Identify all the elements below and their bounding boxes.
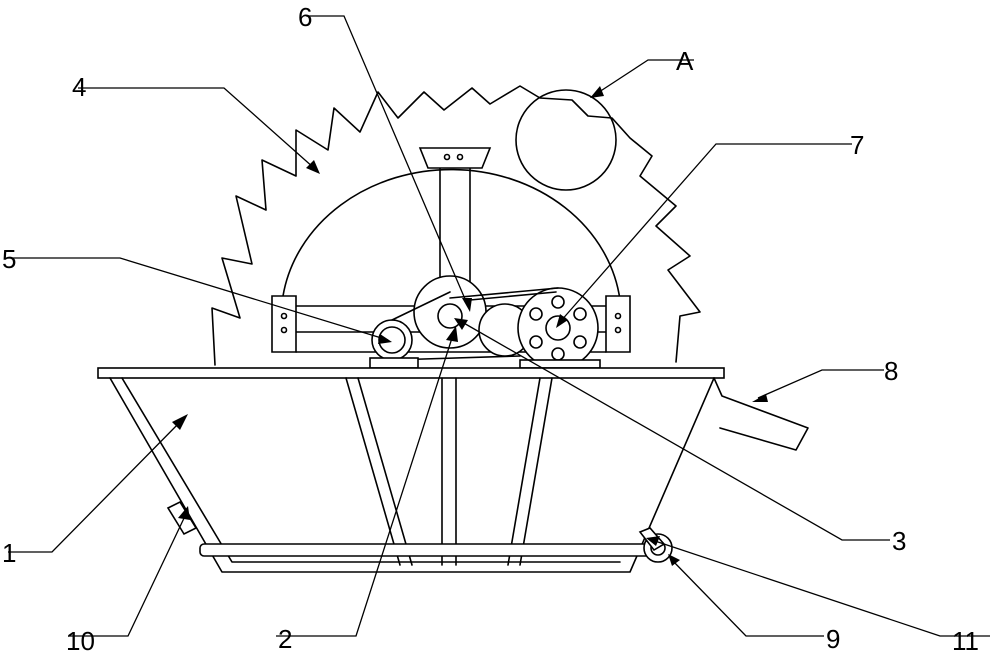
label-8: 8 bbox=[884, 356, 898, 386]
label-10: 10 bbox=[66, 626, 95, 656]
label-6: 6 bbox=[298, 2, 312, 32]
leader-lines bbox=[6, 15, 990, 637]
discharge-chute bbox=[713, 377, 809, 451]
tank bbox=[97, 367, 725, 573]
label-a: A bbox=[676, 46, 694, 76]
label-1: 1 bbox=[2, 538, 16, 568]
label-11: 11 bbox=[952, 626, 979, 656]
drive-assembly bbox=[369, 275, 601, 369]
label-4: 4 bbox=[72, 72, 86, 102]
label-5: 5 bbox=[2, 244, 16, 274]
label-3: 3 bbox=[892, 526, 906, 556]
label-2: 2 bbox=[278, 624, 292, 654]
label-9: 9 bbox=[826, 624, 840, 654]
detail-circle-a bbox=[515, 89, 617, 191]
label-7: 7 bbox=[850, 130, 864, 160]
